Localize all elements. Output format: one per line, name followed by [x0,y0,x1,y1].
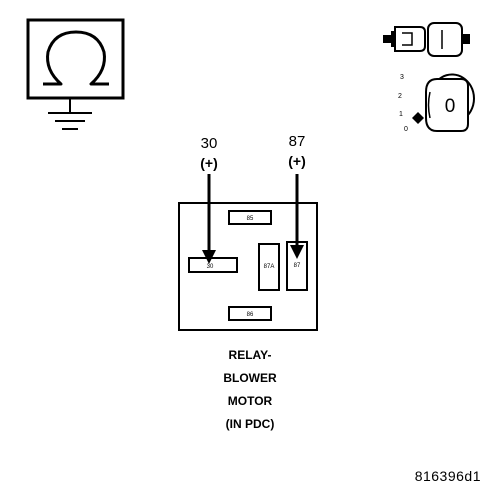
relay-pin-87a [258,243,280,291]
pin-87-label: 87 [294,263,301,269]
pin-30-label: 30 [207,264,214,270]
key-position-3: 3 [400,74,404,81]
terminal-30-polarity: (+) [200,155,218,171]
caption-line-4: (IN PDC) [225,417,275,431]
relay-pin-86 [228,306,272,321]
key-position-2: 2 [398,93,402,100]
pin-85-label: 85 [247,216,254,222]
caption-line-1: RELAY- [228,348,272,362]
terminal-87-polarity: (+) [288,153,306,169]
relay-pin-85 [228,210,272,225]
ground-icon [48,98,92,130]
probe-arrow-30 [202,174,216,264]
pin-86-label: 86 [247,312,254,318]
terminal-30-number: 30 [201,135,218,152]
key-label: 0 [445,96,456,117]
ignition-key-icon [412,73,475,132]
caption-line-2: BLOWER [223,371,277,385]
key-position-0: 0 [404,126,408,133]
connector-icon [383,22,470,57]
relay-caption: RELAY- BLOWER MOTOR (IN PDC) [150,344,350,436]
key-position-1: 1 [399,111,403,118]
figure-id: 816396d1 [414,468,481,484]
caption-line-3: MOTOR [227,394,273,408]
ohmmeter-icon [26,18,125,100]
relay-pin-30 [188,257,238,273]
terminal-87-number: 87 [289,133,306,150]
pin-87a-label: 87A [264,264,275,270]
probe-arrow-87 [290,174,304,259]
